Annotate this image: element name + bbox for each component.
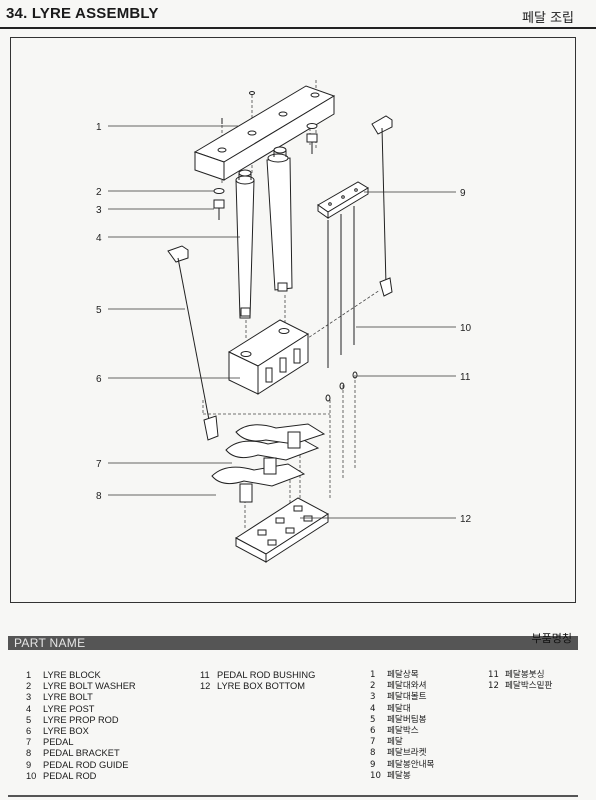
diagram-frame: [10, 37, 576, 603]
part-label: PEDAL: [43, 737, 74, 748]
part-row: 12 LYRE BOX BOTTOM: [200, 681, 315, 692]
callout-1: 1: [96, 122, 102, 133]
part-row: 5 페달버팀봉: [370, 715, 434, 726]
part-row: 7 페달: [370, 737, 434, 748]
part-label: LYRE BOX BOTTOM: [217, 681, 305, 692]
part-row: 10 PEDAL ROD: [26, 771, 136, 782]
parts-list-col2: 11 PEDAL ROD BUSHING 12 LYRE BOX BOTTOM: [200, 670, 315, 692]
part-number: 8: [26, 748, 32, 759]
part-number: 11: [488, 670, 499, 680]
part-row: 11 PEDAL ROD BUSHING: [200, 670, 315, 681]
part-label: PEDAL ROD: [43, 770, 97, 781]
part-label: LYRE BLOCK: [43, 670, 101, 680]
part-label: LYRE PROP ROD: [43, 714, 119, 725]
callout-8: 8: [96, 491, 102, 502]
part-number: 7: [26, 737, 32, 748]
part-label: 페달브라켓: [387, 748, 427, 759]
part-label: PEDAL ROD GUIDE: [43, 759, 129, 770]
part-row: 11 페달봉붓싱: [488, 670, 552, 681]
part-row: 12 페달박스밑판: [488, 681, 552, 692]
part-row: 2 LYRE BOLT WASHER: [26, 681, 136, 692]
part-row: 9 PEDAL ROD GUIDE: [26, 760, 136, 771]
part-label: 페달버팀봉: [387, 714, 427, 725]
part-row: 8 PEDAL BRACKET: [26, 748, 136, 759]
part-number: 10: [26, 770, 37, 781]
part-label: 페달대: [387, 703, 411, 714]
part-label: 페달봉: [387, 770, 411, 781]
header-rule: [0, 27, 596, 29]
part-number: 2: [26, 681, 32, 692]
part-number: 6: [26, 726, 32, 737]
callout-5: 5: [96, 305, 102, 316]
part-row: 8 페달브라켓: [370, 748, 434, 759]
callout-11: 11: [460, 372, 471, 383]
part-label: PEDAL BRACKET: [43, 748, 120, 759]
part-row: 6 페달박스: [370, 726, 434, 737]
part-label: 페달박스밑판: [505, 681, 553, 692]
part-number: 10: [370, 770, 381, 781]
part-row: 3 페달대볼트: [370, 692, 434, 703]
part-number: 2: [370, 681, 376, 692]
part-number: 4: [26, 703, 32, 714]
exploded-diagram: 1 2 3 4 5 6 7 8 9 10 11 12: [96, 80, 472, 563]
part-row: 7 PEDAL: [26, 737, 136, 748]
part-row: 5 LYRE PROP ROD: [26, 715, 136, 726]
callout-12: 12: [460, 514, 472, 525]
part-row: 4 LYRE POST: [26, 704, 136, 715]
page-title: 34. LYRE ASSEMBLY: [6, 5, 159, 22]
part-label: 페달: [387, 737, 403, 748]
part-label: LYRE BOX: [43, 726, 89, 737]
part-row: 10 페달봉: [370, 771, 434, 782]
part-number: 12: [200, 681, 211, 692]
part-label: LYRE BOLT: [43, 692, 93, 703]
parts-list-col3: 1 페달상목 2 페달대와셔 3 페달대볼트 4 페달대 5 페달버팀봉 6 페달박스 7 페달 8 페달브라…: [370, 670, 434, 782]
part-number: 1: [370, 670, 376, 680]
part-row: 1 LYRE BLOCK: [26, 670, 136, 681]
callout-6: 6: [96, 374, 102, 385]
part-number: 5: [26, 714, 32, 725]
part-number: 3: [26, 692, 32, 703]
part-row: 9 페달봉안내목: [370, 760, 434, 771]
page-title-korean: 페달 조립: [522, 11, 574, 26]
part-name-bar: [8, 636, 578, 650]
part-label: 페달대와셔: [387, 681, 427, 692]
part-number: 8: [370, 748, 376, 759]
callout-7: 7: [96, 459, 102, 470]
part-row: 3 LYRE BOLT: [26, 692, 136, 703]
part-number: 1: [26, 670, 32, 680]
part-number: 4: [370, 703, 376, 714]
part-label: LYRE POST: [43, 703, 95, 714]
part-label: 페달상목: [387, 670, 419, 680]
part-label: 페달박스: [387, 726, 419, 737]
part-number: 5: [370, 714, 376, 725]
part-row: 4 페달대: [370, 704, 434, 715]
callout-3: 3: [96, 205, 102, 216]
callout-4: 4: [96, 233, 102, 244]
parts-list-col4: 11 페달봉붓싱 12 페달박스밑판: [488, 670, 552, 692]
part-name-heading-korean: 부품명칭: [531, 632, 572, 645]
part-row: 1 페달상목: [370, 670, 434, 681]
part-number: 12: [488, 681, 499, 692]
callout-2: 2: [96, 187, 102, 198]
part-name-heading: PART NAME: [14, 636, 86, 650]
part-row: 6 LYRE BOX: [26, 726, 136, 737]
callout-10: 10: [460, 323, 472, 334]
footer-rule: [8, 795, 578, 797]
part-label: 페달대볼트: [387, 692, 427, 703]
part-row: 2 페달대와셔: [370, 681, 434, 692]
part-number: 9: [370, 759, 376, 770]
part-label: 페달봉붓싱: [505, 670, 545, 680]
part-number: 3: [370, 692, 376, 703]
part-number: 11: [200, 670, 210, 680]
part-label: 페달봉안내목: [387, 759, 435, 770]
part-number: 9: [26, 759, 32, 770]
callout-9: 9: [460, 188, 466, 199]
part-label: LYRE BOLT WASHER: [43, 681, 136, 692]
part-number: 7: [370, 737, 376, 748]
part-label: PEDAL ROD BUSHING: [217, 670, 316, 680]
part-number: 6: [370, 726, 376, 737]
